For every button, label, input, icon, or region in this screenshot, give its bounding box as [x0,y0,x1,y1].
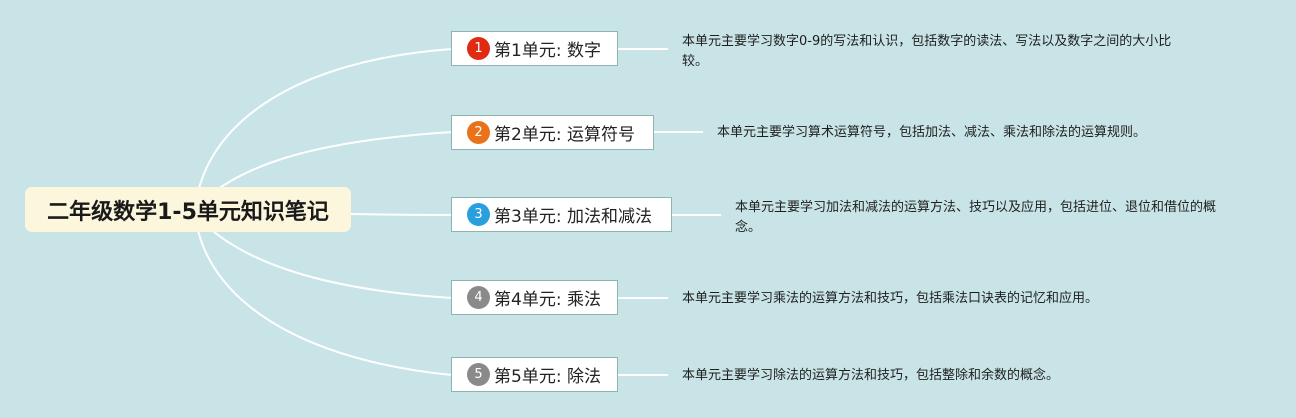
unit-5-node[interactable]: 5 第5单元: 除法 [451,357,618,392]
unit-3-node[interactable]: 3 第3单元: 加法和减法 [451,197,672,232]
unit-4-label: 第4单元: 乘法 [494,290,601,310]
unit-2-description: 本单元主要学习算术运算符号，包括加法、减法、乘法和除法的运算规则。 [717,125,1147,140]
unit-4-description: 本单元主要学习乘法的运算方法和技巧，包括乘法口诀表的记忆和应用。 [682,291,1099,306]
number-1-badge-icon: 1 [467,37,490,60]
unit-3-label: 第3单元: 加法和减法 [494,207,652,227]
unit-4-node[interactable]: 4 第4单元: 乘法 [451,280,618,315]
unit-5-description: 本单元主要学习除法的运算方法和技巧，包括整除和余数的概念。 [682,368,1060,383]
unit-1-description: 本单元主要学习数字0-9的写法和认识，包括数字的读法、写法以及数字之间的大小比较… [682,34,1172,69]
number-5-badge-icon: 5 [467,363,490,386]
unit-1-label: 第1单元: 数字 [494,41,601,61]
root-title: 二年级数学1-5单元知识笔记 [47,199,329,225]
number-4-badge-icon: 4 [467,286,490,309]
unit-2-node[interactable]: 2 第2单元: 运算符号 [451,115,654,150]
unit-1-node[interactable]: 1 第1单元: 数字 [451,31,618,66]
number-2-badge-icon: 2 [467,121,490,144]
unit-3-description: 本单元主要学习加法和减法的运算方法、技巧以及应用，包括进位、退位和借位的概念。 [735,200,1217,235]
number-3-badge-icon: 3 [467,203,490,226]
unit-5-label: 第5单元: 除法 [494,367,601,387]
unit-2-label: 第2单元: 运算符号 [494,125,635,145]
root-topic[interactable]: 二年级数学1-5单元知识笔记 [25,187,351,232]
